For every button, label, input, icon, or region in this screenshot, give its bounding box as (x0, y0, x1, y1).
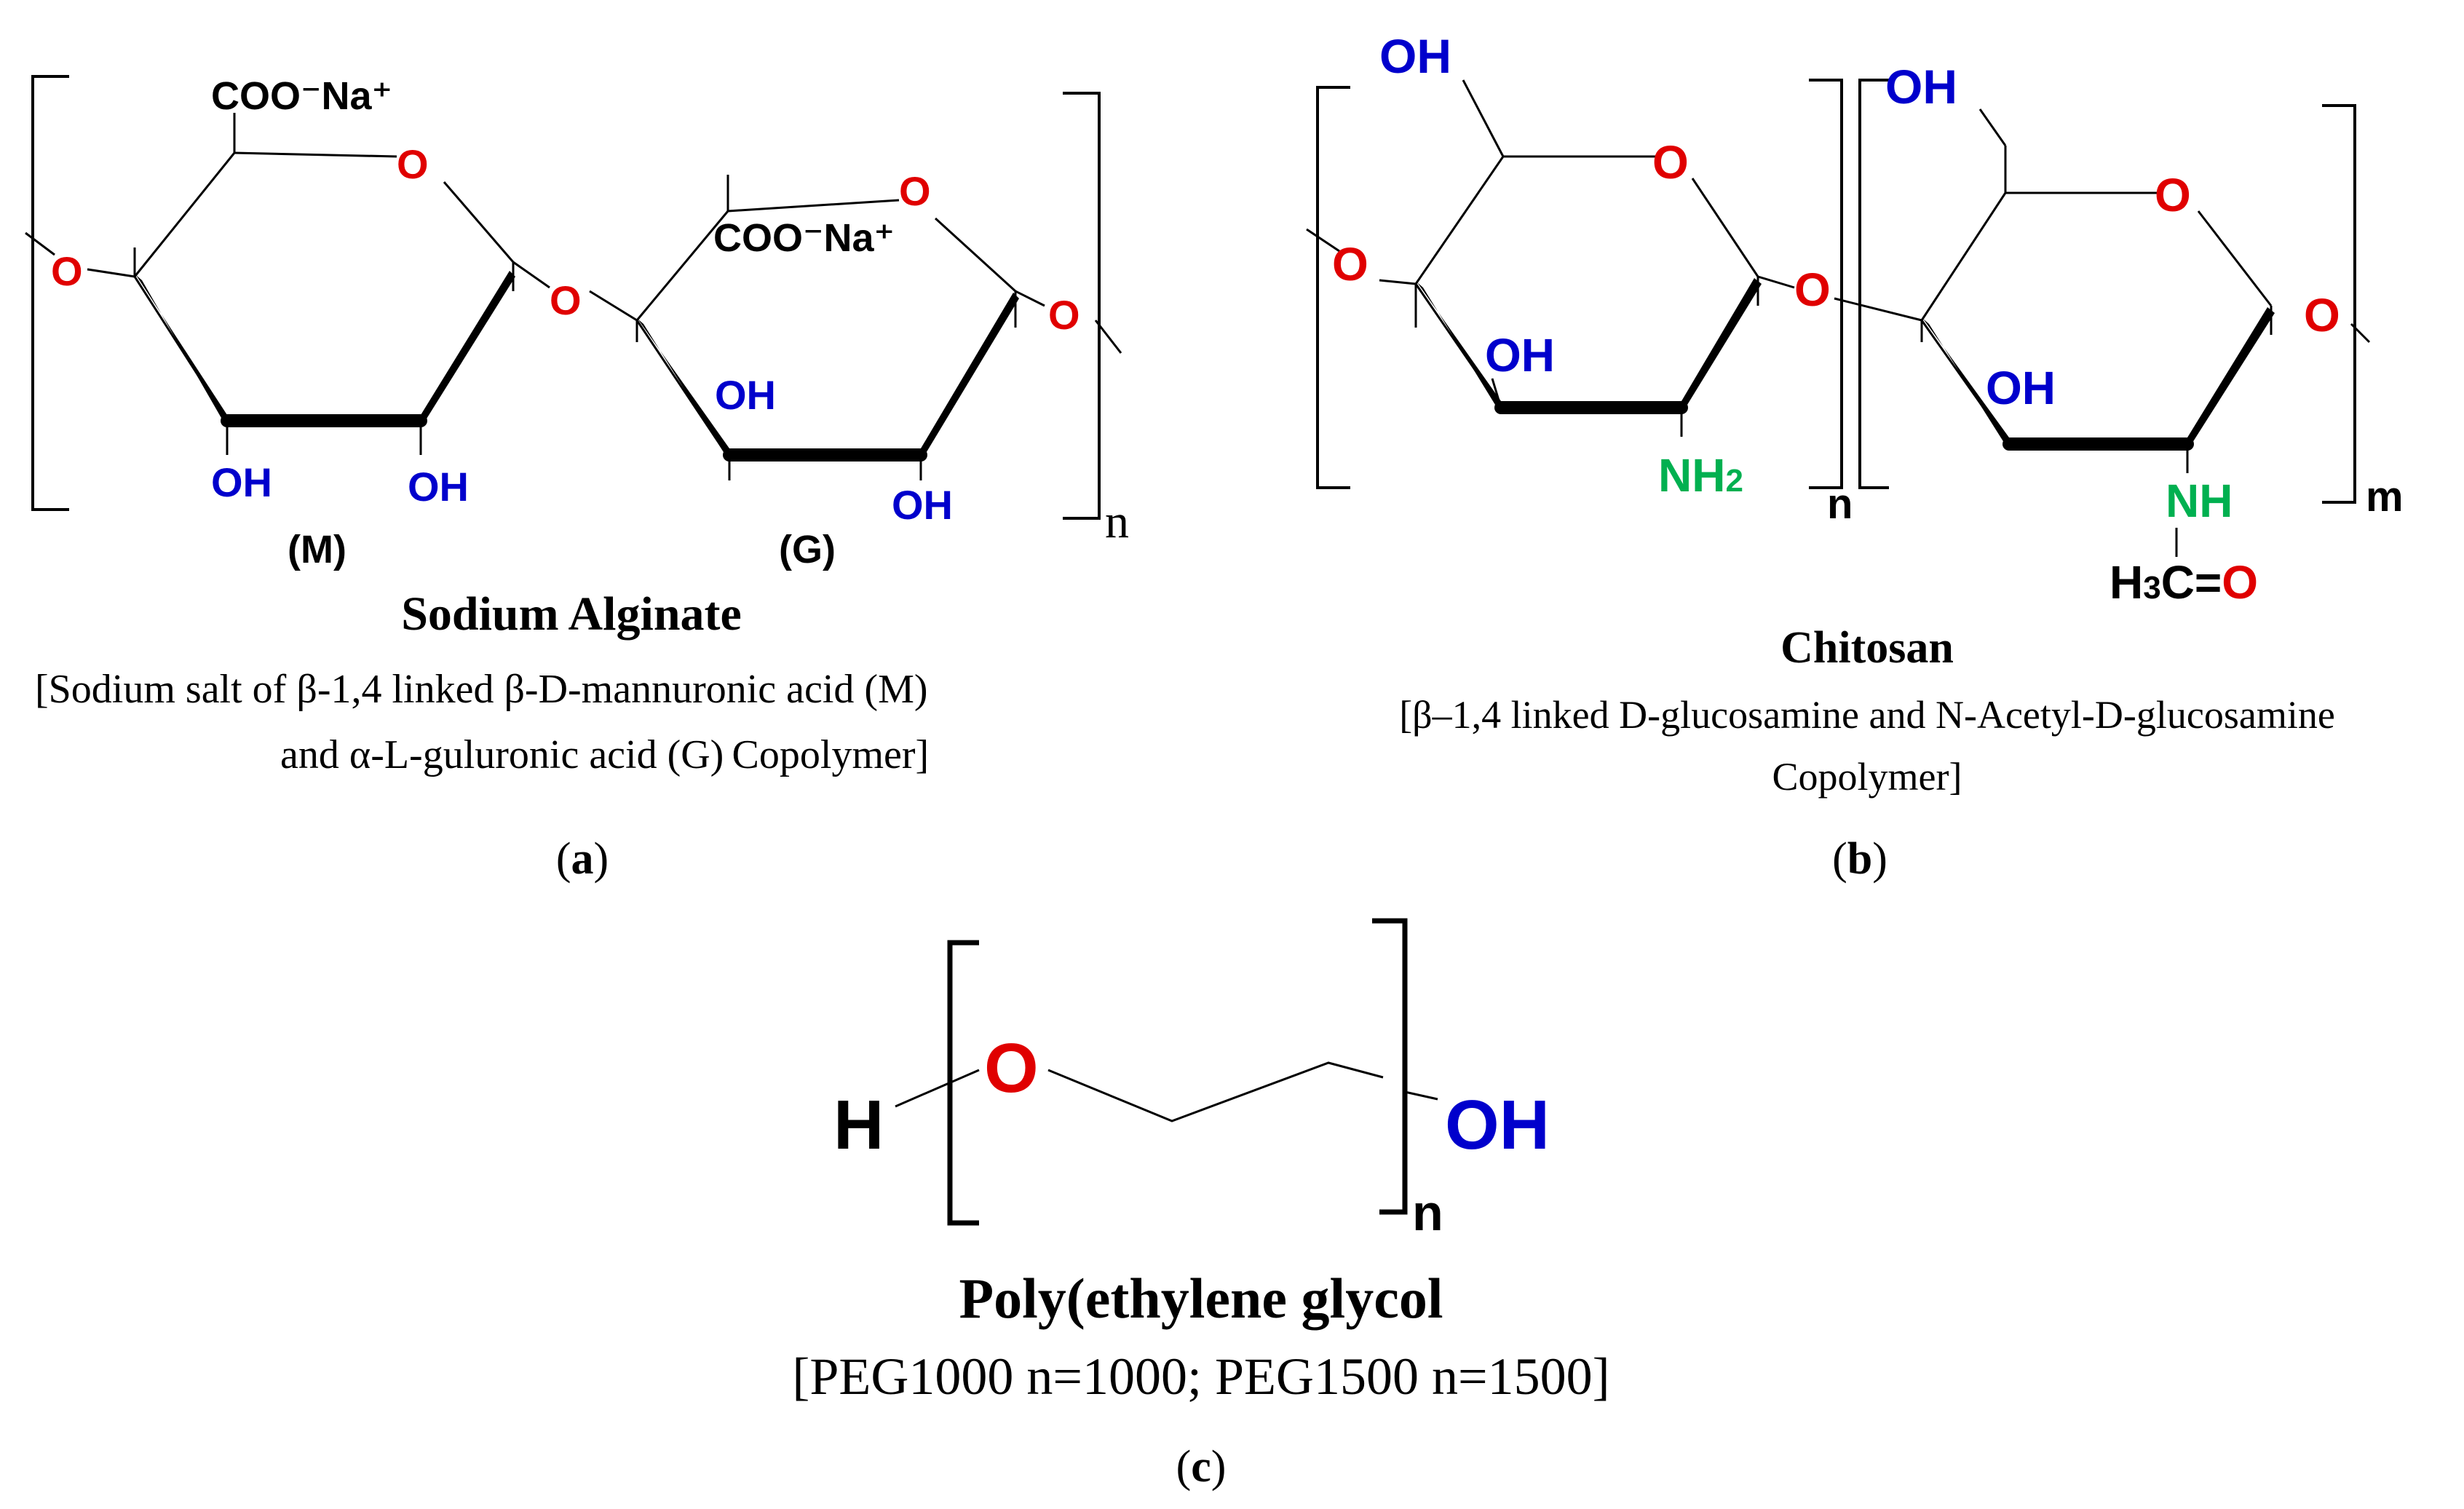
hydroxyl-top-2: OH (1885, 60, 1957, 114)
h-o-bond (895, 1069, 980, 1108)
hydroxyl-label-4: OH (892, 482, 953, 528)
oxygen-label-right: O (1048, 292, 1080, 338)
bracket-n-left (1316, 86, 1350, 489)
carboxylate-label-m: COO⁻Na⁺ (211, 74, 392, 118)
amide-nh-label: NH (2166, 475, 2233, 527)
hydroxyl-label-1: OH (211, 459, 272, 505)
ethylene-chain (1047, 1061, 1384, 1122)
compound-name: Poly(ethylene glycol (959, 1267, 1443, 1330)
oxygen-label-ring-g: O (899, 168, 931, 214)
panel-label-b: (b) (1832, 834, 1887, 884)
oxygen-right: O (2304, 289, 2340, 341)
panel-label-c: (c) (1176, 1442, 1227, 1492)
hydroxyl-label-3: OH (715, 372, 776, 418)
terminal-bond (1404, 1090, 1438, 1101)
hydroxyl-mid-2: OH (1986, 362, 2056, 414)
repeat-subscript-n: n (1412, 1184, 1443, 1241)
oxygen-label: O (984, 1029, 1039, 1107)
oxygen-ring-1: O (1652, 136, 1689, 189)
residue-label-g: (G) (779, 528, 836, 571)
mannuronic-ring (25, 113, 638, 455)
description-line-1: [β–1,4 linked D-glucosamine and N-Acetyl… (1399, 693, 2335, 737)
oxygen-left: O (1332, 238, 1368, 290)
acetylglucosamine-ring (1834, 108, 2371, 557)
oxygen-label-ring-m: O (397, 141, 429, 187)
repeat-subscript-n: n (1827, 480, 1853, 528)
hydroxyl-top-1: OH (1379, 29, 1451, 83)
repeat-subscript-m: m (2366, 473, 2404, 520)
hydroxyl-mid-1: OH (1485, 329, 1555, 381)
panel-label-a: (a) (556, 834, 609, 884)
repeat-subscript-n: n (1105, 495, 1129, 548)
bracket-m-left (1858, 79, 1889, 489)
oxygen-label-left: O (51, 248, 83, 294)
description: [PEG1000 n=1000; PEG1500 n=1500] (792, 1347, 1609, 1406)
right-bracket (1063, 92, 1101, 520)
description-line-1: [Sodium salt of β-1,4 linked β-D-mannuro… (35, 667, 928, 712)
left-bracket (947, 940, 979, 1226)
amine-label: NH2 (1658, 449, 1743, 502)
oxygen-link: O (1794, 264, 1831, 316)
bracket-n-right (1809, 79, 1843, 489)
description-line-2: and α-L-guluronic acid (G) Copolymer] (280, 732, 929, 777)
hydroxyl-label-2: OH (408, 464, 469, 510)
hydrogen-label: H (833, 1086, 884, 1164)
glucosamine-ring (1306, 79, 1795, 437)
oxygen-label-link: O (550, 277, 582, 323)
panel-c-peg: H O OH n Poly(ethylene glycol [PEG1000 n… (792, 918, 1610, 1492)
carboxylate-label-g: COO⁻Na⁺ (713, 216, 895, 260)
compound-name: Chitosan (1780, 623, 1954, 673)
right-bracket (1372, 918, 1408, 1215)
hydroxyl-label: OH (1445, 1086, 1550, 1164)
guluronic-ring (635, 175, 1122, 480)
panel-a-sodium-alginate: COO⁻Na⁺ O O O COO⁻Na⁺ O O OH OH OH OH (M… (25, 74, 1129, 884)
left-bracket (31, 75, 69, 511)
panel-b-chitosan: OH OH O O O O O OH OH NH2 NH H3C=O n m C… (1306, 29, 2404, 884)
residue-label-m: (M) (288, 528, 346, 571)
oxygen-ring-2: O (2155, 169, 2191, 221)
acetyl-label: H3C=O (2110, 556, 2258, 609)
description-line-2: Copolymer] (1772, 755, 1962, 799)
bracket-m-right (2322, 104, 2356, 504)
compound-name: Sodium Alginate (401, 587, 742, 641)
